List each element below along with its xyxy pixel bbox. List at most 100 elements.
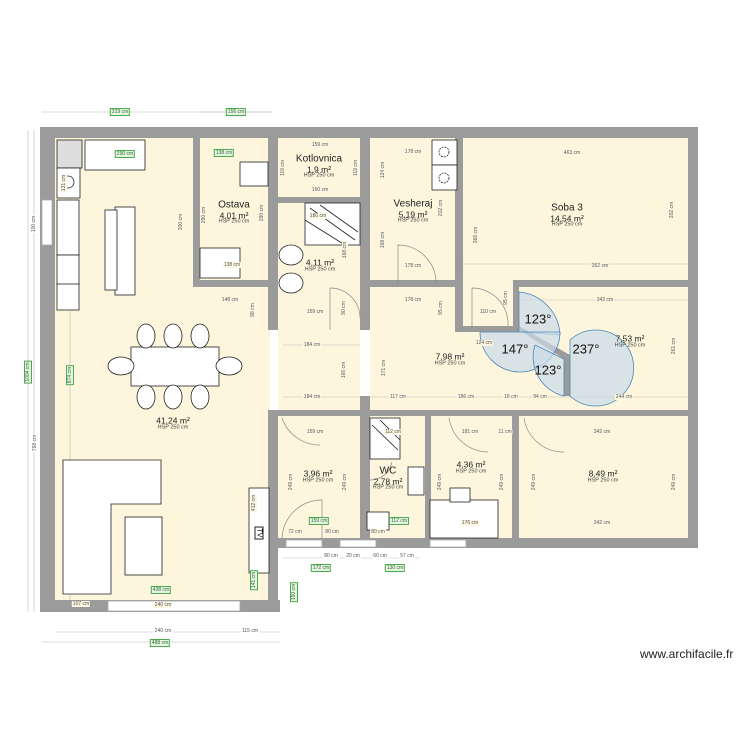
- room-vesheraj: Vesheraj 5,19 m² HSP 250 cm: [394, 199, 433, 224]
- tv-label: TV: [254, 526, 264, 540]
- dimension-label: 131 cm: [61, 173, 67, 193]
- angle-label: 237°: [572, 341, 600, 357]
- dimension-label: 100 cm: [31, 214, 37, 234]
- room-height: HSP 250 cm: [303, 172, 335, 179]
- dimension-label: 119 cm: [280, 158, 286, 178]
- dimension-label: 171 cm: [381, 358, 387, 378]
- dimension-label: 178 cm: [403, 297, 423, 303]
- room-name: Vesheraj: [393, 198, 433, 210]
- dimension-label: 160 cm: [310, 187, 330, 193]
- dimension-label: 240 cm: [153, 628, 173, 634]
- dimension-label: 342 cm: [592, 429, 612, 435]
- dimension-label: 412 cm: [251, 493, 257, 513]
- dimension-label: 110 cm: [478, 309, 498, 315]
- room-height: HSP 250 cm: [218, 218, 250, 225]
- room-height: HSP 250 cm: [397, 217, 429, 224]
- dimension-label: 366 cm: [473, 225, 479, 245]
- dimension-label: 80 cm: [323, 553, 339, 559]
- room-hallway: 7,98 m² HSP 250 cm: [434, 352, 466, 368]
- room-height: HSP 250 cm: [614, 342, 646, 349]
- doors: [281, 244, 565, 539]
- angle-label: 123°: [534, 362, 562, 378]
- room-area: 2,78 m²: [373, 475, 403, 486]
- dimension-label: 290 cm: [259, 203, 265, 223]
- dimension-label: 112 cm: [383, 429, 403, 435]
- room-height: HSP 250 cm: [434, 360, 466, 367]
- dimension-label: 874 cm: [66, 364, 74, 386]
- dimension-label: 95 cm: [503, 290, 509, 306]
- dimension-label: 138 cm: [222, 262, 242, 268]
- room-name: Kotlovnica: [295, 153, 343, 165]
- dimension-label: 290 cm: [114, 150, 136, 158]
- dimension-label: 342 cm: [595, 297, 615, 303]
- dimension-label: 244 cm: [614, 394, 634, 400]
- room-area: 3,96 m²: [303, 468, 333, 479]
- room-area: 1,9 m²: [306, 163, 332, 174]
- angle-label: 147°: [501, 341, 529, 357]
- room-height: HSP 250 cm: [157, 424, 189, 431]
- dimension-label: 178 cm: [403, 149, 423, 155]
- dimension-label: 202 cm: [438, 198, 444, 218]
- room-height: HSP 250 cm: [302, 477, 334, 484]
- dimension-label: 240 cm: [153, 602, 173, 608]
- room-area: 14,54 m²: [550, 212, 584, 223]
- room-area: 7,53 m²: [615, 333, 645, 344]
- room-area: 4,01 m²: [219, 209, 249, 220]
- dimension-label: 249 cm: [671, 472, 677, 492]
- dimension-label: 249 cm: [288, 472, 294, 492]
- dimension-label: 342 cm: [592, 520, 612, 526]
- room-wc: WC 2,78 m² HSP 250 cm: [373, 466, 404, 491]
- dimension-label: 249 cm: [342, 472, 348, 492]
- dimension-label: 117 cm: [388, 394, 408, 400]
- room-ostava: Ostava 4,01 m² HSP 250 cm: [218, 200, 250, 225]
- dimension-label: 80 cm: [324, 529, 340, 535]
- dimension-label: 60 cm: [372, 553, 388, 559]
- dimension-label: 261 cm: [671, 336, 677, 356]
- dimension-label: 768 cm: [32, 433, 38, 453]
- dimension-label: 352 cm: [590, 263, 610, 269]
- dimension-label: 124 cm: [380, 160, 386, 180]
- dimension-label: 119 cm: [353, 158, 359, 178]
- dimension-label: 176 cm: [460, 520, 480, 526]
- dimension-label: 98 cm: [250, 302, 256, 318]
- dimension-label: 124 cm: [474, 340, 494, 346]
- dimension-label: 184 cm: [302, 394, 322, 400]
- dimension-label: 148 cm: [220, 297, 240, 303]
- room-area: 41,24 m²: [156, 415, 190, 426]
- dimension-label: 168 cm: [380, 230, 386, 250]
- dimension-label: 488 cm: [149, 639, 171, 647]
- dimension-label: 290 cm: [201, 205, 207, 225]
- room-name: Soba 3: [551, 202, 583, 214]
- dimension-label: 138 cm: [213, 149, 235, 157]
- room-bathroom: 4,11 m² HSP 250 cm: [304, 258, 336, 274]
- room-4-36: 4,36 m² HSP 250 cm: [455, 459, 487, 476]
- dimension-label: 249 cm: [499, 472, 505, 492]
- dimension-label: 172 cm: [310, 564, 332, 572]
- room-living: 41,24 m² HSP 250 cm: [156, 415, 190, 432]
- room-area: 5,19 m²: [398, 208, 428, 219]
- room-name: WC: [379, 465, 397, 477]
- room-8-49: 8,49 m² HSP 250 cm: [588, 468, 619, 485]
- dimension-label: 168 cm: [342, 240, 348, 260]
- windows: [41, 199, 467, 612]
- dimension-label: 107 cm: [71, 601, 91, 607]
- room-area: 8,49 m²: [588, 468, 618, 479]
- room-height: HSP 250 cm: [455, 468, 487, 475]
- room-area: 4,36 m²: [456, 459, 486, 470]
- room-3-96: 3,96 m² HSP 250 cm: [302, 468, 334, 485]
- dimension-label: 159 cm: [310, 142, 330, 148]
- dimension-label: 1004 cm: [24, 360, 32, 384]
- dimension-label: 159 cm: [308, 517, 330, 525]
- room-height: HSP 250 cm: [372, 484, 404, 491]
- dimension-label: 202 cm: [669, 200, 675, 220]
- dimension-label: 180 cm: [308, 213, 328, 219]
- room-height: HSP 250 cm: [304, 266, 336, 273]
- dimension-label: 11 cm: [497, 429, 513, 435]
- dimension-label: 16 cm: [503, 394, 519, 400]
- dimension-label: 130 cm: [384, 564, 406, 572]
- dimension-label: 20 cm: [345, 553, 361, 559]
- dimension-label: 115 cm: [240, 628, 260, 634]
- dimension-label: 184 cm: [302, 342, 322, 348]
- furniture: [56, 139, 499, 595]
